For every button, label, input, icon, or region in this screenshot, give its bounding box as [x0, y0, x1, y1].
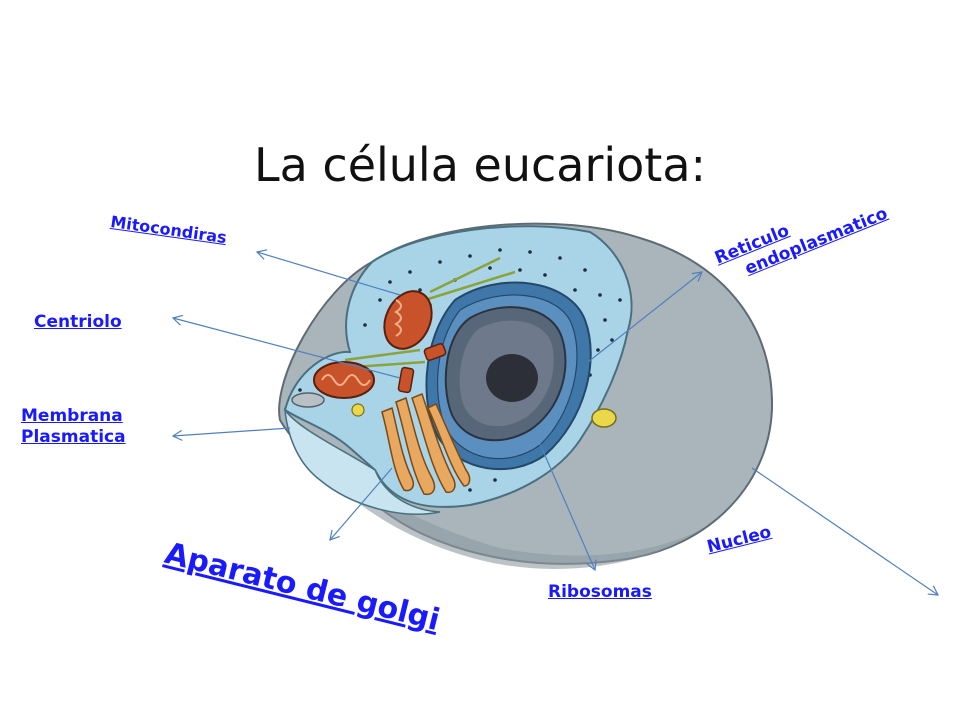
vesicles	[291, 392, 617, 428]
arrow-mitocondrias	[255, 249, 401, 296]
nucleolus	[486, 354, 538, 402]
mitochondria	[313, 290, 433, 399]
arrow-centriolo	[171, 314, 401, 379]
arrow-nucleo	[751, 467, 940, 596]
arrow-golgi	[329, 467, 393, 541]
arrow-reticulo	[587, 271, 703, 363]
golgi-apparatus	[381, 393, 471, 496]
label-membrana-line1[interactable]: Membrana	[21, 406, 123, 426]
label-membrana-plasmatica[interactable]: Membrana Plasmatica	[21, 406, 126, 449]
centrioles	[397, 343, 447, 394]
page-title: La célula eucariota:	[253, 138, 707, 192]
annotation-arrows	[171, 249, 940, 596]
label-centriolo[interactable]: Centriolo	[34, 312, 122, 332]
arrow-ribosomas	[539, 443, 597, 572]
arrow-membrana	[171, 427, 291, 441]
label-membrana-line2[interactable]: Plasmatica	[21, 427, 126, 448]
nucleus	[444, 306, 567, 442]
label-ribosomas[interactable]: Ribosomas	[548, 582, 652, 602]
